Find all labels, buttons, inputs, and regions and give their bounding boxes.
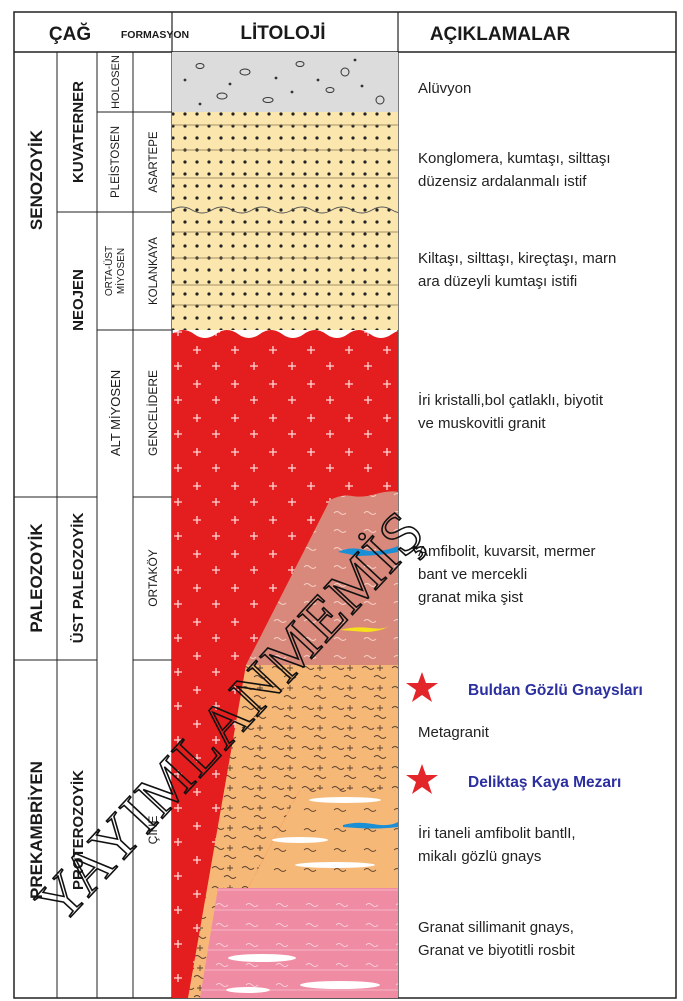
period-neojen: NEOJEN bbox=[70, 269, 87, 331]
alluvium-layer bbox=[172, 52, 398, 112]
header-litoloji: LİTOLOJİ bbox=[240, 23, 325, 44]
formation-asartepe: ASARTEPE bbox=[148, 131, 160, 192]
sillimanite-gneiss-layer bbox=[200, 888, 398, 998]
epoch-pleistosen: PLEİSTOSEN bbox=[109, 126, 122, 198]
epoch-holosen: HOLOSEN bbox=[110, 55, 122, 109]
desc-gnays-2: mikalı gözlü gnays bbox=[418, 848, 541, 865]
era-paleozoyik: PALEOZOYİK bbox=[27, 523, 46, 633]
sediment-layer bbox=[172, 112, 398, 330]
desc-ortakoy-3: granat mika şist bbox=[418, 589, 524, 606]
header-aciklamalar: AÇIKLAMALAR bbox=[430, 24, 571, 45]
desc-granit-2: ve muskovitli granit bbox=[418, 415, 546, 432]
formation-gencelidere: GENCELİDERE bbox=[146, 370, 160, 456]
era-senozoyik: SENOZOYİK bbox=[27, 129, 46, 230]
desc-ortakoy-2: bant ve mercekli bbox=[418, 566, 527, 583]
desc-sillimanit-2: Granat ve biyotitli rosbit bbox=[418, 942, 576, 959]
site-deliktas: Deliktaş Kaya Mezarı bbox=[468, 774, 621, 791]
epoch-orta-ust-2: MİYOSEN bbox=[114, 248, 127, 294]
site-buldan: Buldan Gözlü Gnaysları bbox=[468, 682, 643, 699]
header-cag: ÇAĞ bbox=[49, 23, 91, 45]
header-formasyon: FORMASYON bbox=[121, 29, 189, 41]
desc-ortakoy-1: Amfibolit, kuvarsit, mermer bbox=[418, 543, 596, 560]
desc-kolankaya-2: ara düzeyli kumtaşı istifi bbox=[418, 273, 577, 290]
desc-asartepe-1: Konglomera, kumtaşı, silttaşı bbox=[418, 150, 611, 167]
period-kuvaterner: KUVATERNER bbox=[70, 81, 87, 183]
epoch-orta-ust-1: ORTA-ÜST bbox=[103, 246, 115, 296]
desc-aluvyon: Alüvyon bbox=[418, 80, 471, 97]
desc-sillimanit-1: Granat sillimanit gnays, bbox=[418, 919, 574, 936]
period-ust-paleozoyik: ÜST PALEOZOYİK bbox=[70, 513, 87, 644]
desc-gnays-1: İri taneli amfibolit bantlI, bbox=[418, 824, 576, 842]
formation-ortakoy: ORTAKÖY bbox=[146, 549, 160, 607]
epoch-alt-miyosen: ALT MİYOSEN bbox=[108, 370, 123, 456]
desc-kolankaya-1: Kiltaşı, silttaşı, kireçtaşı, marn bbox=[418, 250, 616, 267]
formation-kolankaya: KOLANKAYA bbox=[148, 237, 160, 305]
desc-metagranit: Metagranit bbox=[418, 724, 490, 741]
desc-granit-1: İri kristalli,bol çatlaklı, biyotit bbox=[418, 391, 604, 409]
desc-asartepe-2: düzensiz ardalanmalı istif bbox=[418, 173, 587, 190]
